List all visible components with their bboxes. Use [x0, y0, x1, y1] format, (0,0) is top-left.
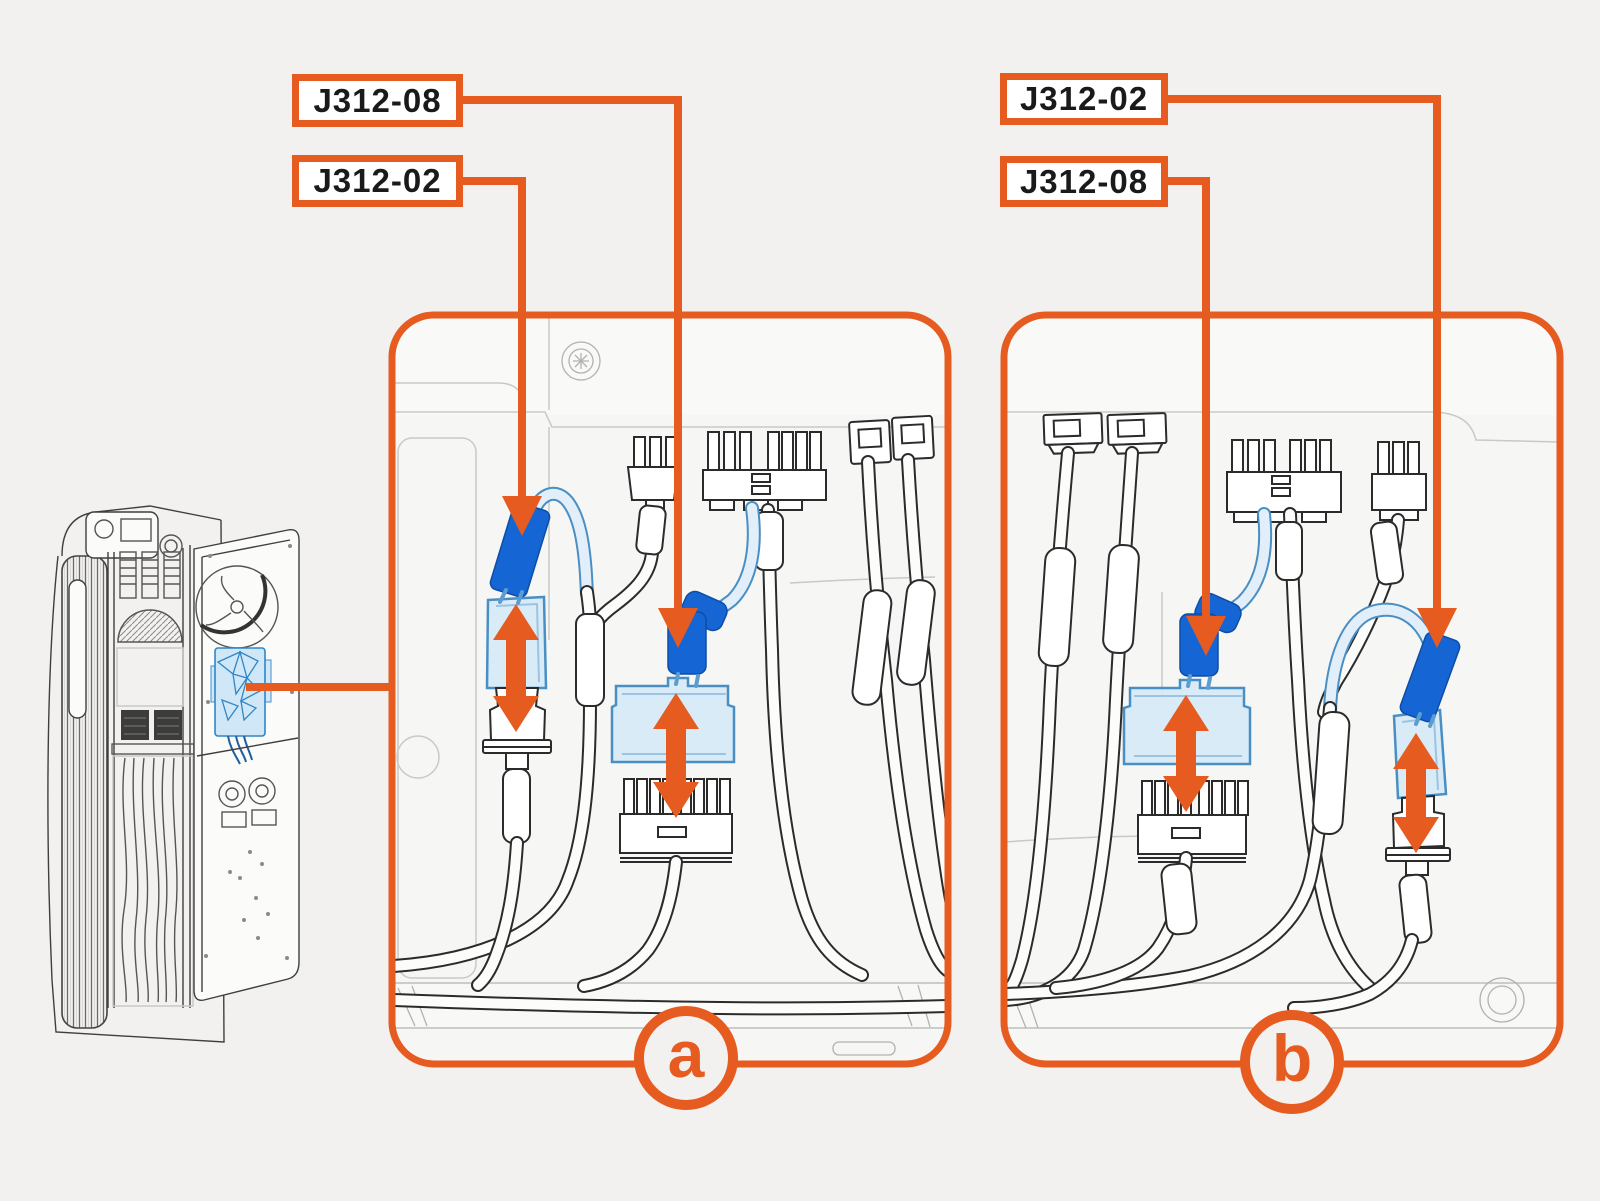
- leader-j312-02-left: [463, 177, 526, 498]
- appliance-cables: [121, 757, 178, 1003]
- callout-label: J312-08: [313, 81, 442, 119]
- callout-box-j312-08-right: J312-08: [1000, 156, 1168, 207]
- panel-a-wiring-illustration: [388, 311, 952, 1068]
- arrow-double-vertical-icon: [1393, 733, 1439, 853]
- door-control-board-highlight: [210, 647, 272, 765]
- arrow-double-vertical-icon: [653, 693, 699, 818]
- connector-comb-large-a: [702, 431, 827, 511]
- leader-j312-08-right: [1168, 177, 1210, 618]
- arrow-double-vertical-icon: [493, 604, 539, 732]
- arrow-double-vertical-icon: [1163, 695, 1209, 812]
- callout-label: J312-02: [313, 162, 442, 199]
- panel-notch: [832, 1041, 896, 1056]
- callout-label: J312-02: [1019, 80, 1149, 117]
- panel-a-badge: a: [634, 1006, 738, 1110]
- panel-b-badge-letter: b: [1271, 1021, 1313, 1095]
- appliance-vent: [121, 710, 149, 740]
- leader-j312-08-left: [463, 96, 682, 610]
- connector-plugs-left-b: [1106, 412, 1168, 455]
- appliance-interior: [111, 534, 195, 1007]
- blue-sleeve-j312-02-b: [1399, 631, 1461, 723]
- terminal-block-b: [1137, 780, 1249, 863]
- connector-comb-small-a: [626, 436, 680, 513]
- connector-plugs-left-b: [1042, 412, 1104, 455]
- connector-comb-large-b: [1226, 439, 1342, 523]
- leader-lines: [246, 95, 1457, 691]
- leader-j312-02-right: [1168, 95, 1441, 610]
- leader-arrowhead-icon: [1417, 608, 1457, 648]
- leader-arrowhead-icon: [1186, 616, 1226, 656]
- screw-icon: [573, 353, 589, 369]
- callout-label: J312-08: [1019, 162, 1149, 200]
- panel-a-badge-letter: a: [667, 1017, 705, 1091]
- appliance-fan-grille: [117, 609, 183, 643]
- leader-arrowhead-icon: [658, 608, 698, 648]
- appliance-handle: [68, 579, 87, 719]
- callout-box-j312-08-left: J312-08: [292, 74, 463, 127]
- connector-comb-small-b: [1371, 441, 1427, 521]
- appliance-open-door: [193, 529, 300, 1001]
- panel-b-wiring-illustration: [1000, 311, 1564, 1068]
- door-screw-dots: [204, 544, 294, 960]
- callout-box-j312-02-right: J312-02: [1000, 73, 1168, 125]
- panel-b-badge: b: [1240, 1010, 1344, 1114]
- appliance-overview-illustration: [47, 505, 300, 1043]
- leader-arrowhead-icon: [502, 496, 542, 536]
- callout-box-j312-02-left: J312-02: [292, 155, 463, 207]
- appliance-vent: [154, 710, 182, 740]
- connector-plugs-right-a: [848, 414, 935, 465]
